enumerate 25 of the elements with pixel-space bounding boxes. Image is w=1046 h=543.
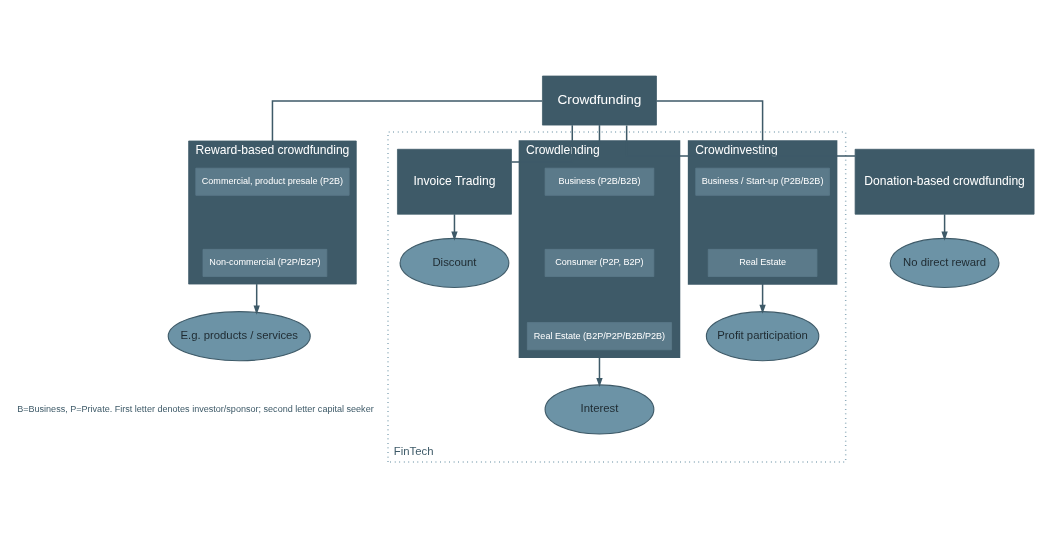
arrow <box>253 282 260 315</box>
arrow <box>941 213 948 241</box>
label: B=Business, P=Private. First letter denotes investor/sponsor; second letter capital seeker <box>17 403 374 414</box>
connector <box>625 124 856 157</box>
arrow <box>596 356 603 387</box>
node-box: Consumer (P2P, B2P) <box>544 248 655 277</box>
node-box: Real Estate <box>707 248 818 277</box>
node-box: Business / Start-up (P2B/B2B) <box>695 167 830 196</box>
node-ellipse: E.g. products / services <box>167 310 311 361</box>
node-ellipse: Profit participation <box>705 310 820 361</box>
node-ellipse: No direct reward <box>889 237 1000 288</box>
node-box: Crowdfunding <box>542 75 657 125</box>
connector <box>655 99 764 142</box>
node-box: Business (P2B/B2B) <box>544 167 655 196</box>
connector <box>510 124 574 163</box>
node-box: Real Estate (B2P/P2P/B2B/P2B) <box>526 321 672 350</box>
node-ellipse: Discount <box>399 237 510 288</box>
node-box: Donation-based crowdfunding <box>854 148 1035 215</box>
arrow <box>759 282 766 314</box>
node-ellipse: Interest <box>544 383 655 435</box>
node-box: Commercial, product presale (P2B) <box>195 167 350 196</box>
connector <box>271 99 543 142</box>
arrow <box>451 213 458 241</box>
node-box: Invoice Trading <box>397 148 512 215</box>
node-box: Non-commercial (P2P/B2P) <box>202 248 328 277</box>
